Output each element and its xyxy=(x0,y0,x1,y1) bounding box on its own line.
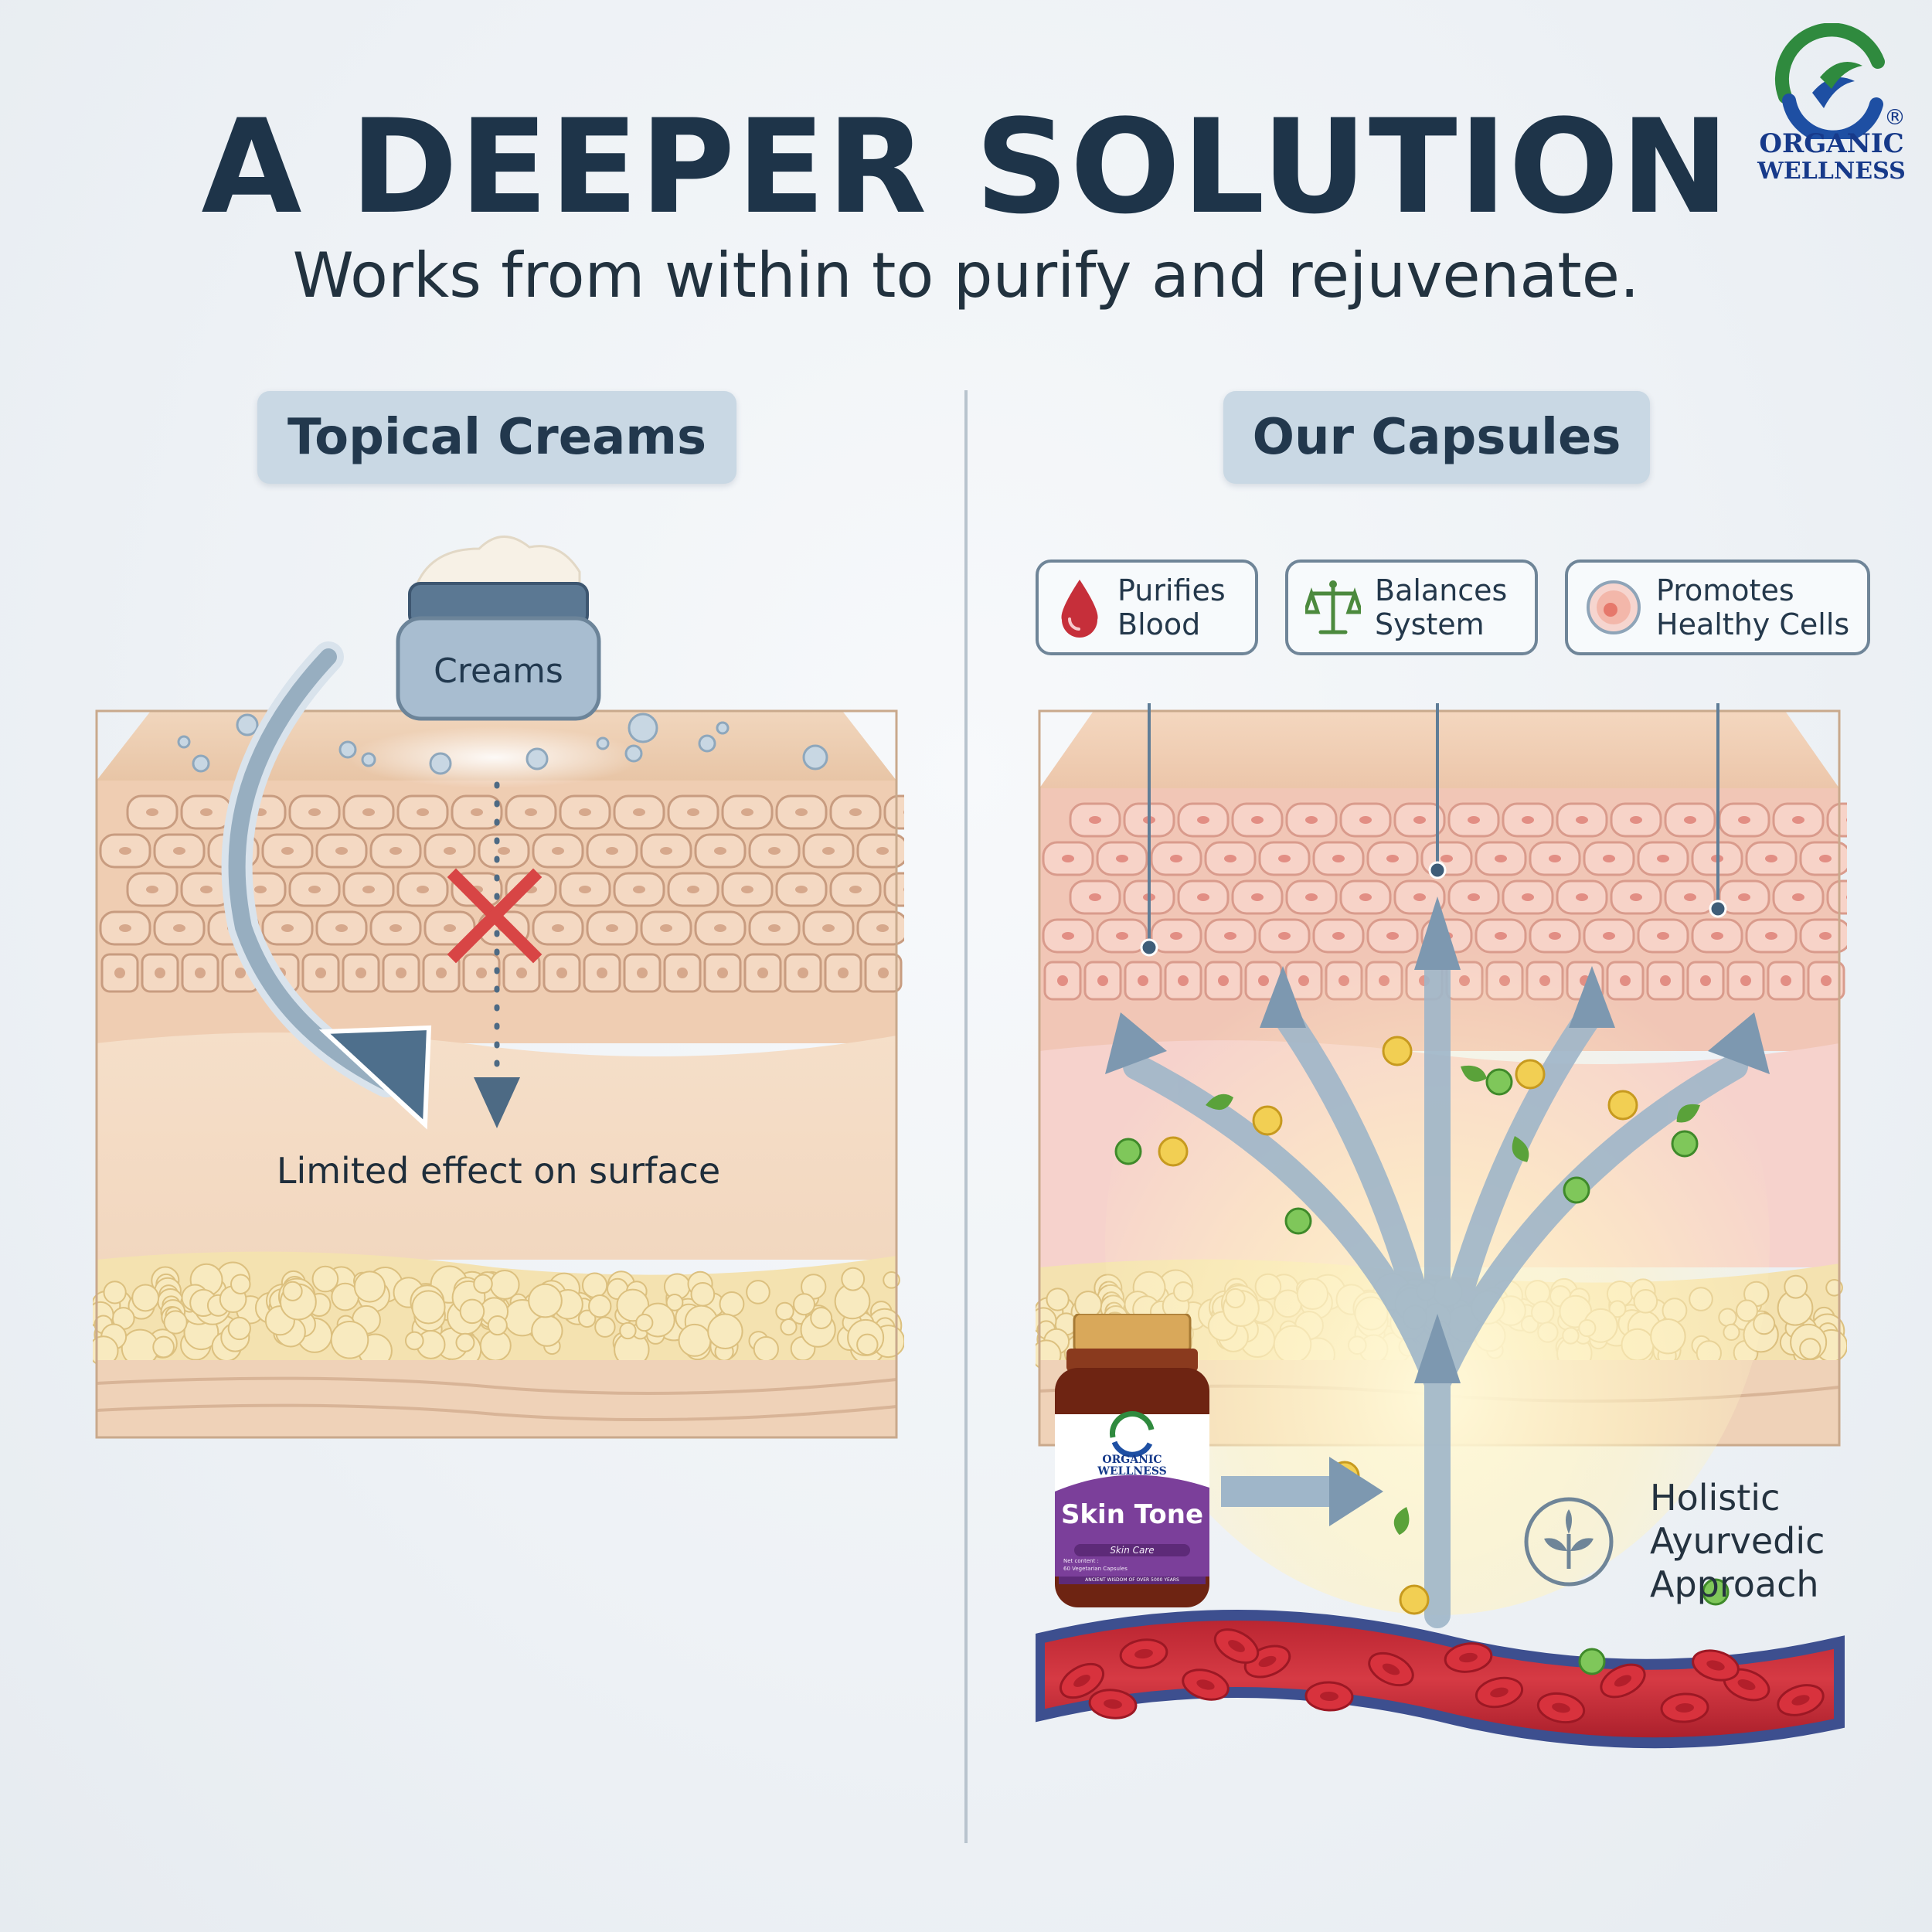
branching-arrows xyxy=(1123,953,1748,1628)
holistic-badge: Holistic Ayurvedic Approach xyxy=(1522,1476,1924,1631)
brand-line-2: WELLNESS xyxy=(1757,158,1906,185)
product-net-content: Net content : xyxy=(1063,1558,1099,1564)
product-brand-line-2: WELLNESS xyxy=(1097,1465,1167,1478)
product-jar: ORGANIC WELLNESS Skin Tone Skin Care Net… xyxy=(1051,1314,1213,1615)
dotted-arrowhead xyxy=(474,1077,520,1128)
product-tagline: ANCIENT WISDOM OF OVER 5000 YEARS xyxy=(1085,1577,1179,1583)
nutrient-particles xyxy=(1114,1036,1730,1675)
callout-purifies-blood: Purifies Blood xyxy=(1036,560,1258,655)
callout-promotes-healthy-cells: Promotes Healthy Cells xyxy=(1565,560,1870,655)
product-brand-line-1: ORGANIC xyxy=(1102,1454,1162,1466)
cream-jar: Creams xyxy=(386,526,611,726)
curved-arrowhead xyxy=(318,1025,432,1130)
cell-icon xyxy=(1587,580,1641,634)
fat-cells xyxy=(93,1261,904,1369)
arrowheads xyxy=(1105,896,1770,1383)
product-brand: ORGANIC WELLNESS xyxy=(1051,1454,1213,1478)
holistic-line-1: Holistic xyxy=(1650,1477,1781,1519)
red-blood-cells xyxy=(1060,1628,1825,1724)
right-skin-diagram xyxy=(1036,703,1847,1749)
registered-mark: ® xyxy=(1884,104,1906,130)
left-panel-title: Topical Creams xyxy=(257,391,736,484)
callout-2-line-1: Balances xyxy=(1375,573,1508,607)
product-category: Skin Care xyxy=(1110,1545,1155,1556)
dermis-layer xyxy=(97,1032,896,1260)
product-capsule-count: 60 Vegetarian Capsules xyxy=(1063,1566,1128,1572)
callout-3-line-2: Healthy Cells xyxy=(1656,607,1850,641)
callout-3-line-1: Promotes xyxy=(1656,573,1794,607)
cream-jar-icon xyxy=(396,536,601,721)
epidermis-cells xyxy=(99,794,904,993)
scales-icon xyxy=(1305,580,1361,634)
capsule-arrow xyxy=(1329,1457,1383,1526)
leaf-icon xyxy=(1524,1497,1614,1587)
product-bottle-icon xyxy=(1055,1314,1209,1607)
skin-surface xyxy=(1039,711,1839,788)
holistic-line-2: Ayurvedic xyxy=(1650,1520,1825,1562)
surface-bubbles xyxy=(177,713,828,775)
headline: A DEEPER SOLUTION xyxy=(201,91,1731,243)
callout-connectors xyxy=(1148,703,1719,947)
blood-drop-icon xyxy=(1061,580,1098,638)
brand-line-1: ORGANIC xyxy=(1759,128,1904,159)
left-skin-diagram xyxy=(93,641,904,1439)
blocked-x-icon xyxy=(447,868,543,964)
brand-wordmark: ORGANIC WELLNESS xyxy=(1747,130,1917,185)
callout-1-line-1: Purifies xyxy=(1117,573,1226,607)
left-caption: Limited effect on surface xyxy=(276,1150,721,1192)
panel-divider xyxy=(964,390,968,1843)
callout-2-line-2: System xyxy=(1375,607,1485,641)
brand-logo: ® ORGANIC WELLNESS xyxy=(1747,23,1917,193)
surface-glow xyxy=(348,726,641,788)
product-name: Skin Tone xyxy=(1060,1499,1204,1530)
subheadline: Works from within to purify and rejuvena… xyxy=(292,240,1640,311)
hypodermis-layer xyxy=(97,1360,896,1437)
holistic-line-3: Approach xyxy=(1650,1563,1819,1605)
right-panel-title: Our Capsules xyxy=(1223,391,1650,484)
callout-1-line-2: Blood xyxy=(1117,607,1201,641)
cream-jar-label: Creams xyxy=(434,651,563,691)
brand-emblem-icon xyxy=(1774,23,1885,139)
callout-balances-system: Balances System xyxy=(1285,560,1538,655)
